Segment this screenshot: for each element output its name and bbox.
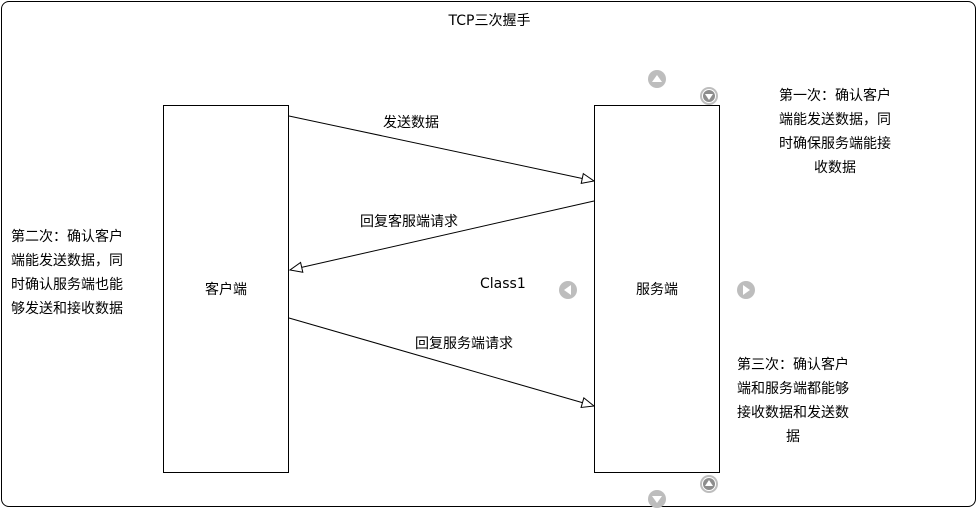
arrow-send[interactable] [288, 115, 594, 181]
handle-right-icon[interactable] [737, 281, 755, 299]
note-third-line: 端和服务端都能够 [737, 381, 849, 397]
message-reply1-label: 回复客服端请求 [360, 214, 458, 230]
note-first-line: 端能发送数据，同 [779, 112, 891, 128]
note-second-line: 端能发送数据，同 [11, 253, 123, 269]
handle-down-top-icon[interactable] [700, 87, 718, 105]
note-first-line: 收数据 [814, 160, 856, 176]
handle-left-icon[interactable] [559, 281, 577, 299]
handle-up-bottom-icon[interactable] [700, 475, 718, 493]
note-second-line: 第二次：确认客户 [11, 229, 123, 245]
note-first-line: 第一次：确认客户 [779, 88, 891, 104]
note-third-line: 据 [786, 429, 800, 445]
note-first: 第一次：确认客户 端能发送数据，同 时确保服务端能接 收数据 [760, 84, 910, 180]
note-third-line: 接收数据和发送数 [737, 405, 849, 421]
note-first-line: 时确保服务端能接 [779, 136, 891, 152]
diagram-title: TCP三次握手 [448, 13, 531, 29]
client-box[interactable]: 客户端 [163, 105, 289, 473]
note-third: 第三次：确认客户 端和服务端都能够 接收数据和发送数 据 [718, 353, 868, 449]
server-label: 服务端 [636, 282, 678, 298]
class-label: Class1 [480, 276, 526, 292]
arrow-reply-client[interactable] [290, 200, 595, 270]
note-second-line: 时确认服务端也能 [11, 277, 123, 293]
message-reply2-label: 回复服务端请求 [415, 336, 513, 352]
server-box[interactable]: 服务端 [594, 105, 720, 473]
message-send-label: 发送数据 [383, 115, 439, 131]
note-second-line: 够发送和接收数据 [11, 301, 123, 317]
note-third-line: 第三次：确认客户 [737, 357, 849, 373]
client-label: 客户端 [205, 282, 247, 298]
note-second: 第二次：确认客户 端能发送数据，同 时确认服务端也能 够发送和接收数据 [11, 225, 161, 321]
handle-down-icon[interactable] [648, 490, 666, 508]
arrow-reply-server[interactable] [288, 317, 594, 406]
handle-up-icon[interactable] [648, 70, 666, 88]
